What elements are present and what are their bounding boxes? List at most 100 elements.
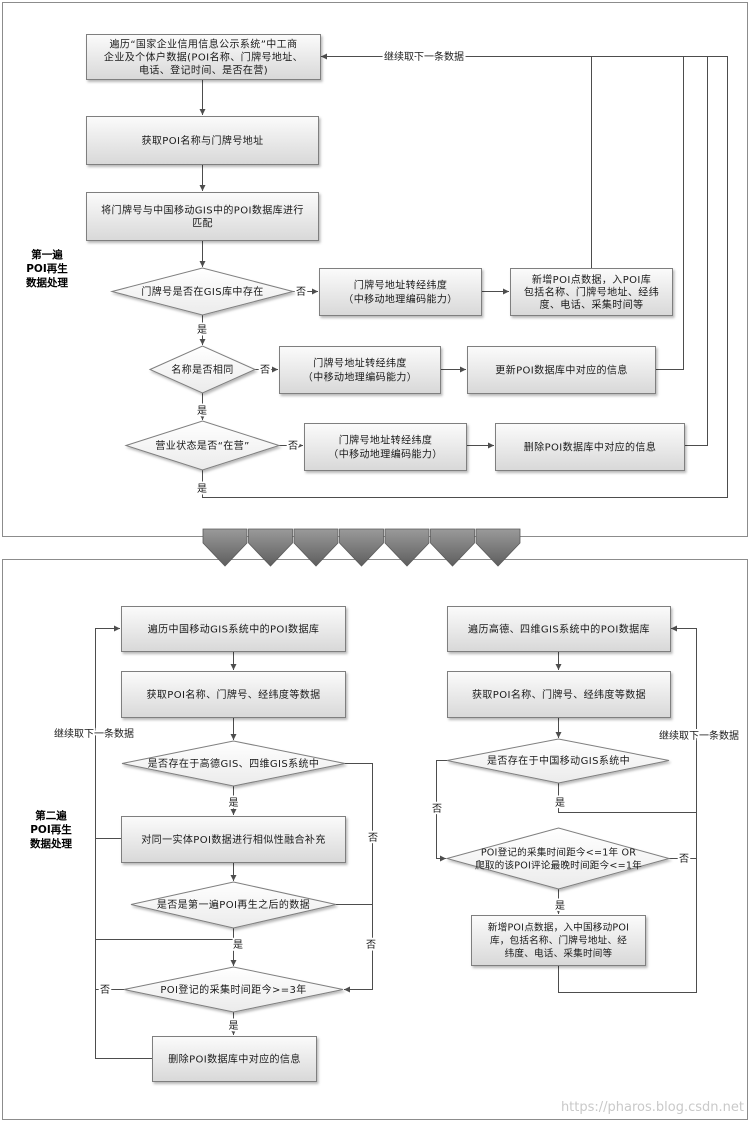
decision-text: POI登记的采集时间距今>=3年 (160, 983, 306, 996)
down-chevron-icon (293, 528, 339, 567)
loop-back-arrow (95, 625, 152, 1059)
loop-back-arrow (558, 625, 697, 993)
box-text: 获取POI名称、门牌号、经纬度等数据 (146, 688, 320, 701)
stage2-label-line: 第二遍 (35, 809, 67, 822)
yes-label: 是 (229, 1020, 239, 1032)
stage2-left-traverse-box: 遍历中国移动GIS系统中的POI数据库 (121, 606, 346, 652)
box-text-line: 遍历“国家企业信用信息公示系统”中工商 (110, 38, 298, 51)
box-text-line: 企业及个体户数据(POI名称、门牌号地址、 (104, 51, 303, 64)
stage2-label-line: 数据处理 (29, 837, 72, 850)
box-text-line: 将门牌号与中国移动GIS中的POI数据库进行 (101, 204, 304, 217)
stage1-decision-in-gis: 门牌号是否在GIS库中存在 (110, 267, 295, 316)
decision-text: 名称是否相同 (171, 363, 233, 376)
loop-connector (655, 56, 684, 370)
yes-label: 是 (229, 797, 239, 809)
stage2-left-decision-exists: 是否存在于高德GIS、四维GIS系统中 (121, 740, 346, 787)
yes-label: 是 (197, 405, 207, 417)
stage1-fetch-box: 获取POI名称与门牌号地址 (86, 116, 319, 165)
stage1-label-line: 数据处理 (25, 276, 68, 289)
box-text-line: 匹配 (192, 218, 213, 230)
stage1-label: 第一遍 POI再生 数据处理 (25, 248, 68, 289)
decision-text: 是否是第一遍POI再生之后的数据 (157, 898, 310, 911)
no-label: 否 (432, 803, 442, 815)
stage2-right-fetch-box: 获取POI名称、门牌号、经纬度等数据 (447, 671, 671, 718)
down-chevron-icon (248, 528, 293, 567)
down-chevron-icon (384, 528, 430, 567)
decision-text: 是否存在于中国移动GIS系统中 (487, 754, 630, 767)
stage1-connectors (199, 53, 728, 498)
box-text-line: 新增POI点数据，入中国移动POI (488, 922, 629, 934)
stage1-geocode-box-1: 门牌号地址转经纬度 （中移动地理编码能力） (319, 268, 482, 316)
no-label: 否 (260, 364, 270, 376)
box-text: 遍历中国移动GIS系统中的POI数据库 (148, 623, 320, 636)
yes-branch-connector (558, 783, 697, 813)
box-text: 获取POI名称与门牌号地址 (141, 134, 263, 147)
box-text-line: 度、电话、采集时间等 (540, 298, 644, 311)
stage1-match-box: 将门牌号与中国移动GIS中的POI数据库进行 匹配 (86, 192, 319, 241)
stage2-right-connectors (436, 625, 697, 993)
box-text-line: 门牌号地址转经纬度 (354, 279, 448, 292)
box-text-line: 纬度、电话、采集时间等 (505, 948, 613, 960)
stage2-left-connectors (95, 625, 373, 1059)
yes-label: 是 (197, 483, 207, 495)
stage1-label-line: 第一遍 (31, 248, 63, 261)
no-label: 否 (366, 939, 376, 951)
stage2-left-loop-label: 继续取下一条数据 (54, 727, 134, 740)
no-branch-arrow (436, 760, 447, 862)
down-chevron-icon (430, 528, 475, 567)
stage2-right-traverse-box: 遍历高德、四维GIS系统中的POI数据库 (447, 606, 671, 652)
stage1-decision-business-status: 营业状态是否“在营” (124, 420, 281, 471)
box-text: 对同一实体POI数据进行相似性融合补充 (141, 833, 325, 846)
stage-transition-arrows (202, 528, 521, 567)
stage2-label: 第二遍 POI再生 数据处理 (29, 809, 72, 850)
stage2-label-line: POI再生 (30, 823, 72, 836)
no-branch-arrow (344, 763, 373, 993)
stage2-right-loop-label: 继续取下一条数据 (659, 729, 739, 742)
yes-label: 是 (555, 900, 565, 912)
decision-text: 是否存在于高德GIS、四维GIS系统中 (148, 757, 320, 770)
stage2-right-add-box: 新增POI点数据，入中国移动POI 库，包括名称、门牌号地址、经 纬度、电话、采… (471, 915, 646, 966)
stage1-geocode-box-3: 门牌号地址转经纬度 （中移动地理编码能力） (304, 423, 467, 471)
loop-connector (684, 56, 708, 446)
yes-label: 是 (233, 939, 243, 951)
stage1-geocode-box-2: 门牌号地址转经纬度 （中移动地理编码能力） (279, 346, 441, 394)
box-text: 删除POI数据库中对应的信息 (524, 441, 656, 454)
stage1-update-box: 更新POI数据库中对应的信息 (467, 346, 656, 394)
stage1-decision-name-match: 名称是否相同 (148, 345, 257, 394)
stage1-traverse-box: 遍历“国家企业信用信息公示系统”中工商 企业及个体户数据(POI名称、门牌号地址… (86, 34, 321, 80)
box-text-line: 库，包括名称、门牌号地址、经 (490, 935, 627, 947)
stage2-left-fetch-box: 获取POI名称、门牌号、经纬度等数据 (121, 671, 346, 718)
loop-back-arrow (202, 53, 728, 498)
decision-text-line: 爬取的该POI评论最晚时间距今<=1年 (475, 860, 642, 872)
decision-text-line: POI登记的采集时间距今<=1年 OR (481, 847, 636, 859)
no-label: 否 (679, 853, 689, 865)
no-label: 否 (296, 286, 306, 298)
box-text-line: 新增POI点数据，入POI库 (532, 273, 651, 286)
no-label: 否 (100, 984, 110, 996)
box-text-line: 门牌号地址转经纬度 (339, 434, 433, 447)
watermark: https://pharos.blog.csdn.net (561, 1100, 744, 1115)
down-chevron-icon (475, 528, 521, 567)
box-text: 遍历高德、四维GIS系统中的POI数据库 (468, 623, 650, 636)
box-text-line: 门牌号地址转经纬度 (313, 357, 407, 370)
stage2-left-decision-age: POI登记的采集时间距今>=3年 (123, 966, 344, 1013)
decision-text: 营业状态是否“在营” (155, 439, 249, 452)
down-chevron-icon (339, 528, 384, 567)
stage2-left-delete-box: 删除POI数据库中对应的信息 (152, 1036, 317, 1082)
stage2-left-merge-box: 对同一实体POI数据进行相似性融合补充 (121, 816, 346, 863)
box-text: 删除POI数据库中对应的信息 (168, 1053, 300, 1066)
yes-label: 是 (555, 797, 565, 809)
no-label: 否 (368, 832, 378, 844)
stage1-delete-box: 删除POI数据库中对应的信息 (495, 423, 685, 471)
stage2-right-decision-exists: 是否存在于中国移动GIS系统中 (446, 738, 670, 784)
box-text-line: 电话、登记时间、是否在营) (139, 64, 268, 77)
box-text-line: （中移动地理编码能力） (328, 448, 442, 461)
box-text-line: （中移动地理编码能力） (303, 371, 417, 384)
decision-text: 门牌号是否在GIS库中存在 (141, 285, 263, 298)
stage1-add-box: 新增POI点数据，入POI库 包括名称、门牌号地址、经纬 度、电话、采集时间等 (510, 268, 673, 316)
box-text-line: （中移动地理编码能力） (343, 293, 457, 306)
no-label: 否 (288, 440, 298, 452)
box-text: 获取POI名称、门牌号、经纬度等数据 (472, 688, 646, 701)
down-chevron-icon (202, 528, 248, 567)
